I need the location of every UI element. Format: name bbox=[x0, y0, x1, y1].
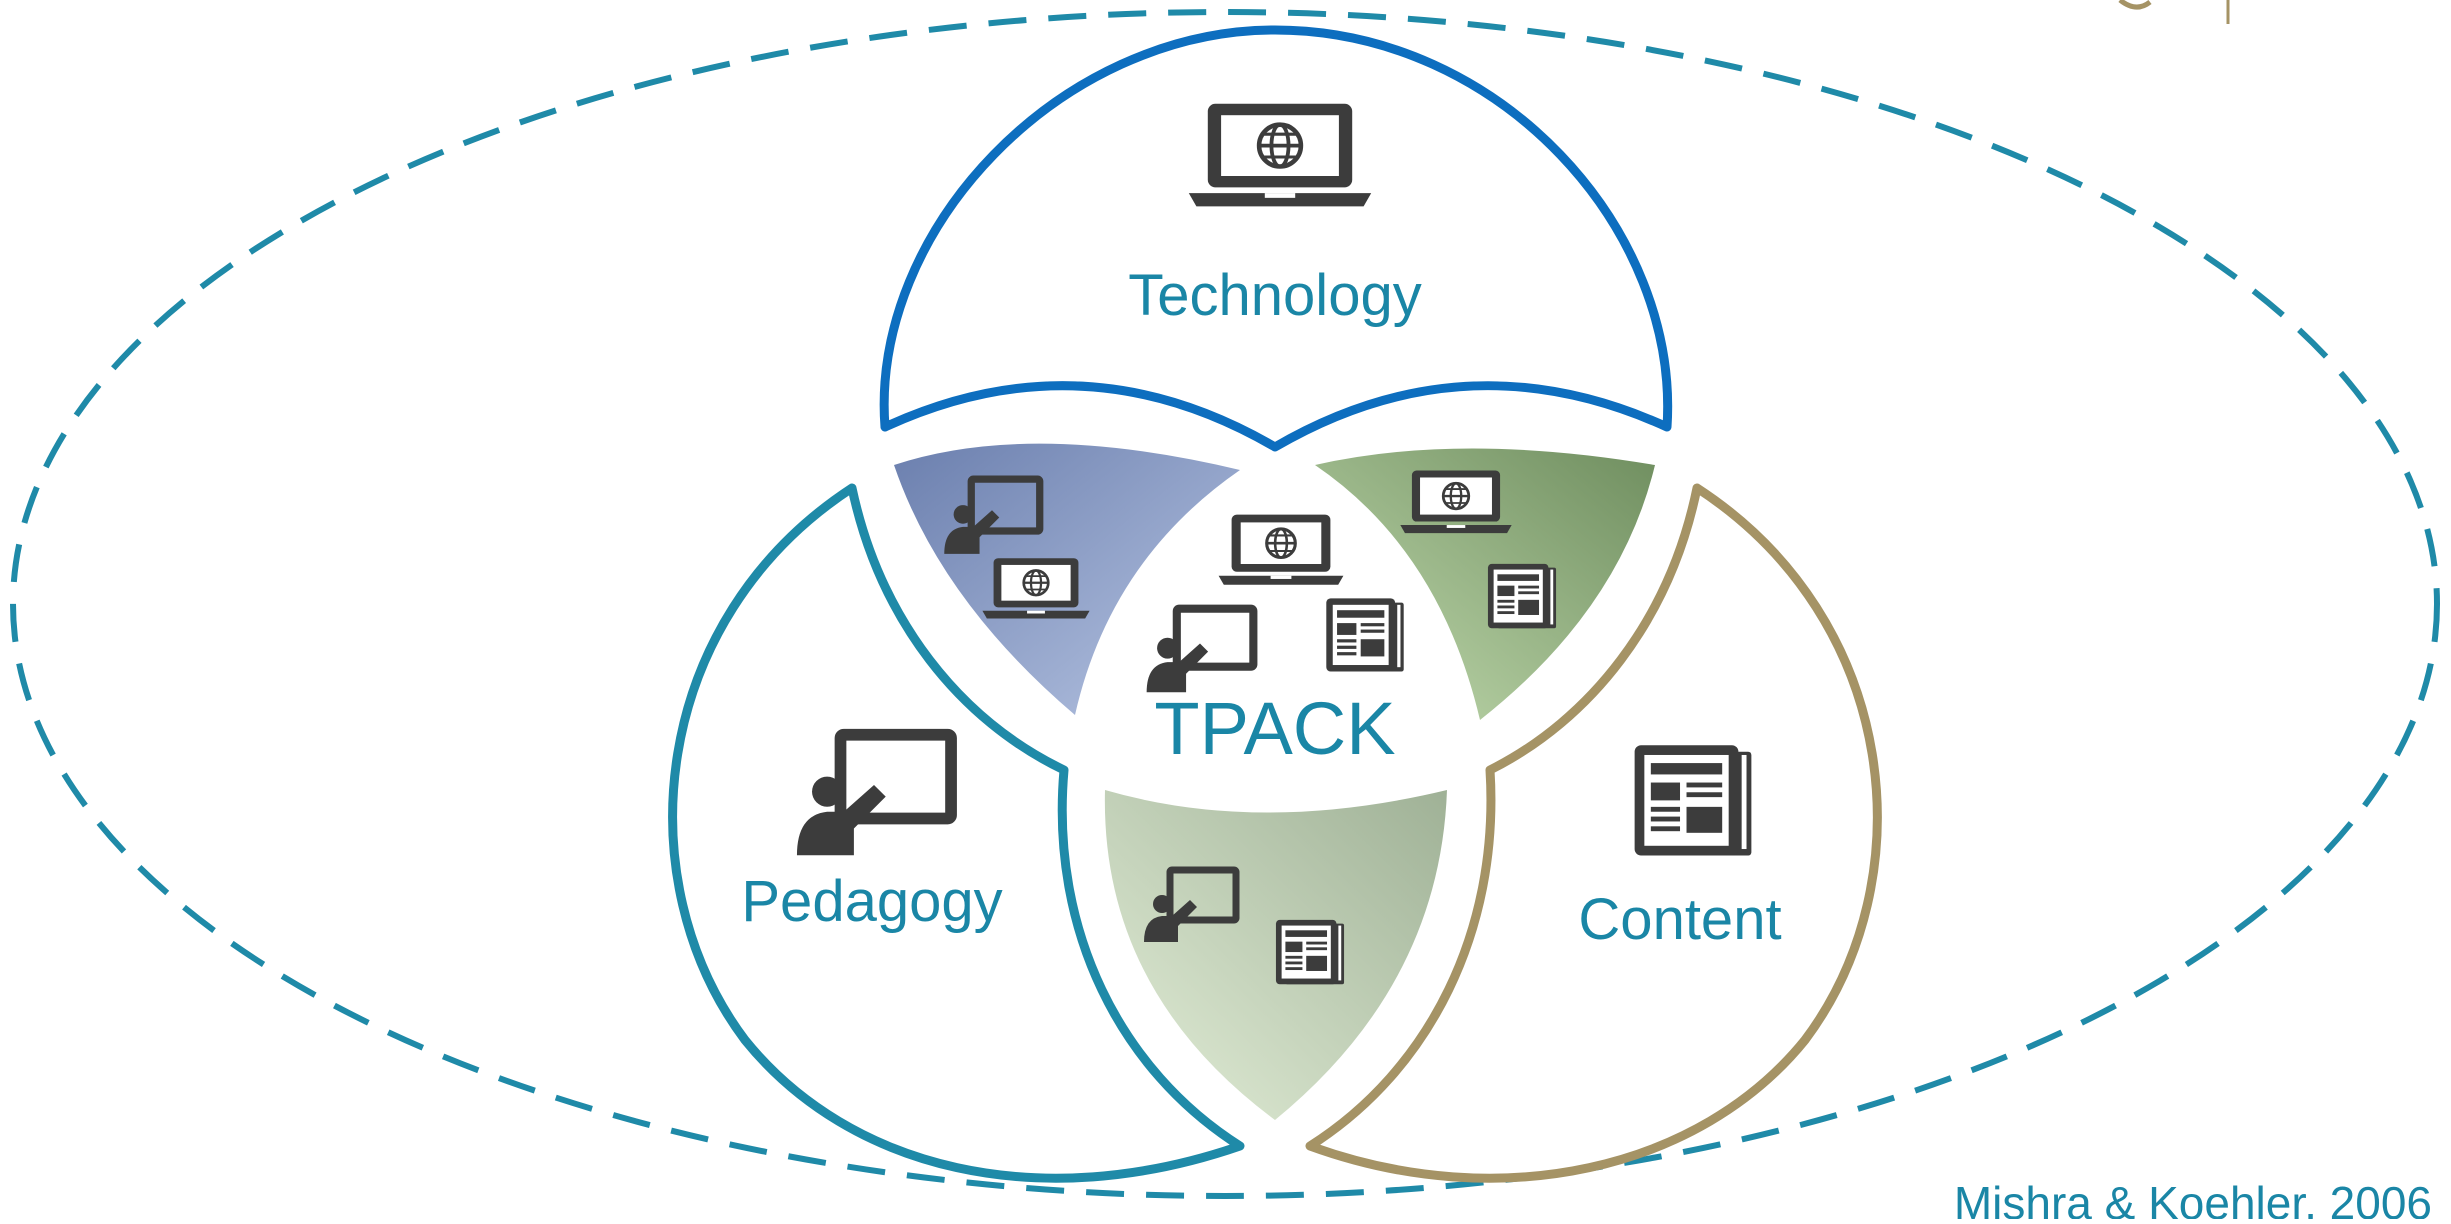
content-label: Content bbox=[1578, 887, 1781, 952]
laptop-globe-icon bbox=[1217, 513, 1345, 587]
pedagogy-circle bbox=[668, 483, 1245, 1183]
newspaper-icon bbox=[1487, 563, 1557, 629]
technology-circle bbox=[879, 25, 1673, 452]
tech-content-overlap bbox=[1315, 448, 1655, 720]
newspaper-icon bbox=[1634, 745, 1752, 856]
citation-text: Mishra & Koehler, 2006 bbox=[1954, 1177, 2432, 1219]
context-ellipse bbox=[10, 9, 2440, 1199]
newspaper-icon bbox=[1326, 598, 1404, 672]
content-circle bbox=[1305, 483, 1882, 1183]
corner-decoration bbox=[2118, 0, 2152, 10]
teacher-board-icon bbox=[797, 735, 951, 856]
tpack-label: TPACK bbox=[1154, 687, 1395, 770]
newspaper-icon bbox=[1275, 919, 1345, 985]
technology-label: Technology bbox=[1128, 263, 1421, 328]
laptop-globe-icon bbox=[1189, 104, 1371, 207]
teacher-board-icon bbox=[1147, 609, 1254, 693]
pedagogy-label: Pedagogy bbox=[741, 869, 1002, 934]
